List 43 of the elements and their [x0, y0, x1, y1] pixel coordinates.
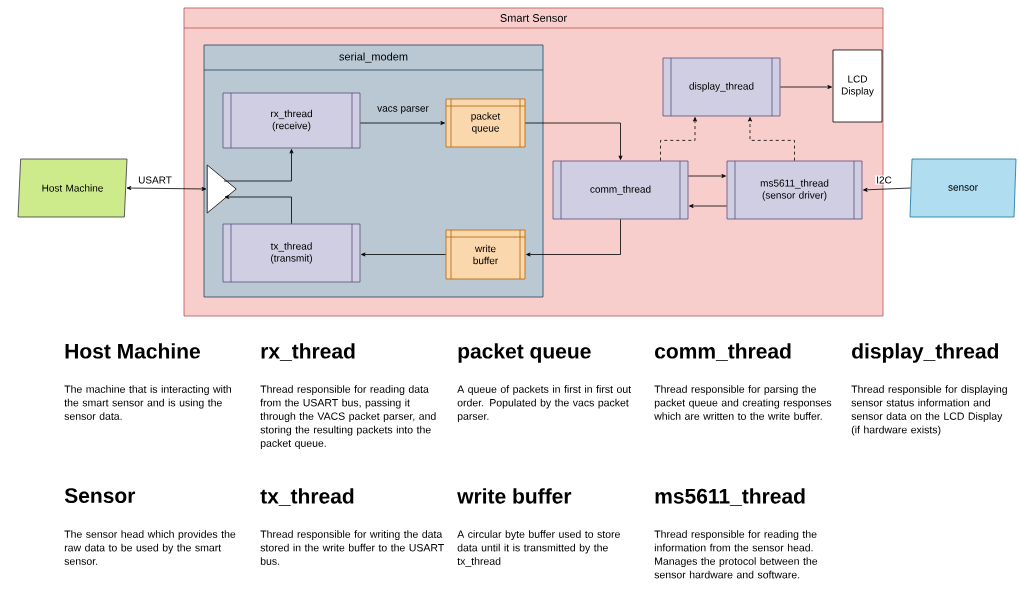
arrow — [863, 187, 911, 192]
heading: packet queue — [458, 343, 591, 363]
heading: rx_thread — [261, 343, 355, 361]
process-box: display_thread — [662, 57, 781, 117]
storage-box: packet queue — [445, 98, 526, 148]
description: The sensor head which provides the raw data to be used by the smart sensor. — [64, 530, 236, 565]
description: A queue of packets in first in first out order. Populated by the vacs packet parser. — [457, 385, 631, 422]
process-box: tx_thread (transmit) — [222, 223, 361, 283]
arrow — [223, 149, 294, 182]
arrow — [780, 85, 832, 89]
heading: display_thread — [852, 343, 999, 363]
device-box: LCD Display — [832, 49, 883, 123]
process-box: comm_thread — [552, 160, 689, 220]
process-box: ms5611_thread (sensor driver) — [726, 160, 863, 220]
process-box: rx_thread (receive) — [222, 92, 361, 149]
edge-label: USART — [137, 175, 173, 185]
heading: Sensor — [64, 488, 136, 504]
arrow — [224, 195, 292, 224]
arrow — [126, 186, 207, 191]
arrow — [688, 174, 726, 178]
description: Thread responsible for reading data from the USART bus, passing it through the VACS packet parser, and storing the resulting packets into the packet queue. — [260, 385, 436, 449]
triangle-shape — [206, 164, 237, 214]
arrow — [360, 121, 445, 125]
heading: Host Machine — [65, 343, 200, 359]
description: A circular byte buffer used to store data until it is transmitted by the tx_thread — [457, 530, 620, 567]
edge-label: I2C — [875, 175, 893, 185]
description: Thread responsible for displaying sensor status information and sensor data on the LCD Display (if hardware exists) — [851, 385, 1007, 436]
description: Thread responsible for reading the information from the sensor head. Manages the protocol between the sensor hardware and software. — [654, 530, 818, 579]
arrow — [660, 117, 697, 161]
storage-box: write buffer — [445, 229, 526, 280]
arrow — [361, 252, 446, 257]
arrow — [526, 219, 621, 257]
heading: write buffer — [457, 488, 572, 504]
arrow — [748, 117, 795, 161]
arrow — [689, 204, 727, 208]
description: Thread responsible for writing the data stored in the write buffer to the USART bus. — [260, 530, 444, 565]
description: Thread responsible for parsing the packet queue and creating responses which are written to the write buffer. — [654, 385, 832, 420]
arrow — [525, 122, 623, 160]
heading: ms5611_thread — [655, 488, 805, 506]
description: The machine that is interacting with the smart sensor and is using the sensor data. — [64, 385, 231, 420]
heading: comm_thread — [655, 343, 791, 361]
edge-label: vacs parser — [376, 105, 430, 115]
heading: tx_thread — [260, 488, 354, 506]
